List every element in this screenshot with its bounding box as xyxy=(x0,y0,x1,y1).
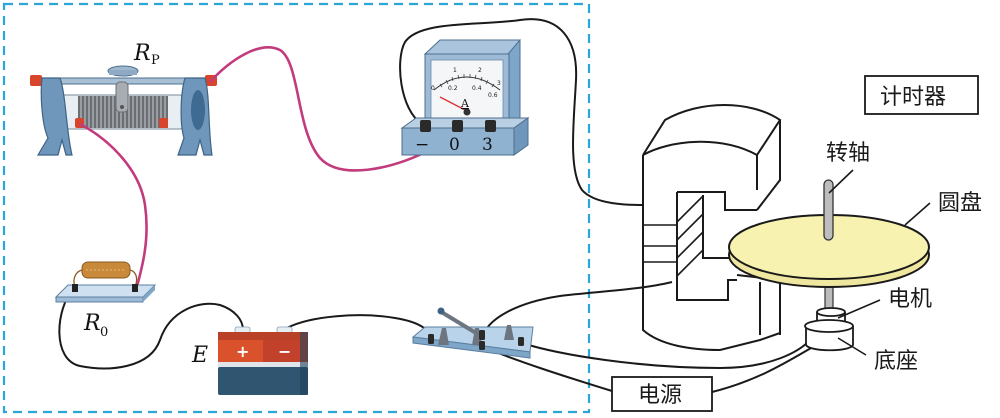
ammeter-needle xyxy=(439,96,468,112)
ammeter-terminal-0: 0 xyxy=(449,135,460,155)
timer-box xyxy=(864,75,979,115)
battery-terminal-positive: + xyxy=(236,342,249,361)
switch-blade xyxy=(441,311,478,335)
ammeter-scale-top-1: 1 xyxy=(453,67,457,74)
battery: + − xyxy=(218,326,308,395)
base-leader xyxy=(837,337,867,356)
rheostat xyxy=(30,65,217,156)
disc-leader xyxy=(904,202,931,226)
ammeter-terminal-3: 3 xyxy=(482,135,493,155)
ammeter-scale-bottom-1: 0.4 xyxy=(472,85,482,92)
rheostat-label-subscript: P xyxy=(151,53,160,68)
ammeter-scale-top-3: 3 xyxy=(497,80,501,87)
base-label: 底座 xyxy=(874,349,918,374)
motor-label: 电机 xyxy=(888,287,932,312)
ammeter-unit-label: A xyxy=(460,97,470,110)
motor-leader xyxy=(837,299,881,319)
wire-resistor-to-battery xyxy=(58,286,244,370)
timer-label: 计时器 xyxy=(880,85,946,110)
rheostat-label: R xyxy=(133,41,151,66)
knife-switch xyxy=(411,307,534,359)
ammeter-terminal-neg: − xyxy=(415,135,429,155)
wire-switch-to-motor xyxy=(521,337,813,370)
shaft xyxy=(823,179,834,241)
resistor-label: R xyxy=(83,311,101,336)
ammeter-scale-bottom-2: 0.6 xyxy=(488,92,498,99)
ammeter-scale-top-2: 2 xyxy=(478,67,482,74)
power-supply-box xyxy=(611,376,713,412)
battery-label: E xyxy=(191,343,208,368)
wire-coil-to-switch xyxy=(481,281,673,341)
resistor-label-subscript: 0 xyxy=(100,325,108,340)
dashed-boundary-box xyxy=(2,2,591,414)
ammeter: 0 1 2 3 0.2 0.4 0.6 A − 0 3 xyxy=(400,38,530,156)
shaft-label: 转轴 xyxy=(826,141,870,166)
battery-terminal-negative: − xyxy=(278,342,291,361)
lead-rheostat-to-resistor xyxy=(79,122,148,291)
power-supply-label: 电源 xyxy=(638,383,682,408)
wire-power-to-motor xyxy=(711,343,819,393)
disc-assembly xyxy=(728,179,930,352)
wire-ammeter-to-coil xyxy=(399,18,644,206)
ammeter-scale-top-0: 0 xyxy=(431,85,435,92)
resistor-r0 xyxy=(54,261,157,303)
disc-label: 圆盘 xyxy=(938,191,982,216)
electromagnet xyxy=(642,104,782,352)
ammeter-scale-bottom-0: 0.2 xyxy=(448,85,458,92)
wire-battery-to-switch xyxy=(286,314,434,341)
shaft-leader xyxy=(828,169,854,194)
